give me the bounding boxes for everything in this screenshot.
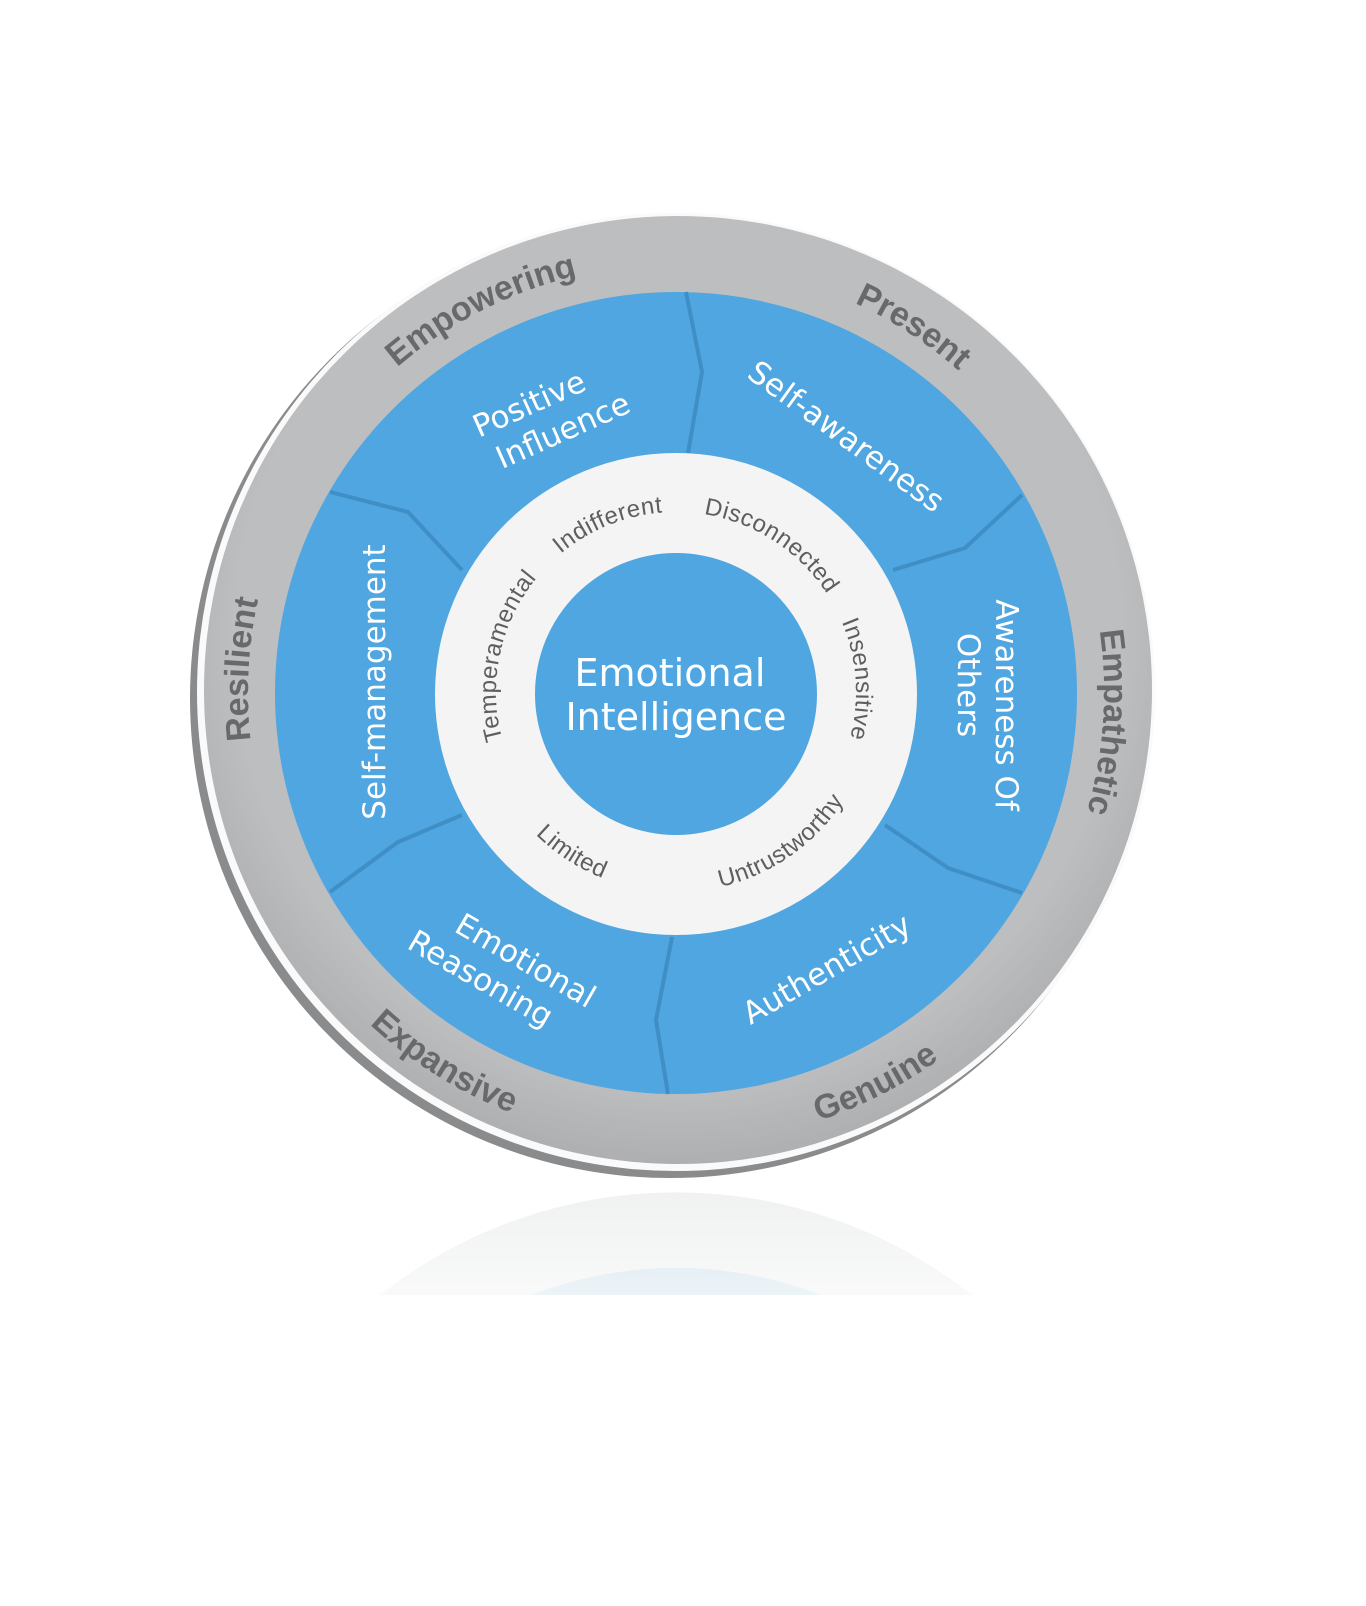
reflection-fade [370,1190,982,1295]
center-line-1: Emotional [574,651,765,695]
divider-upper-right [892,493,1024,572]
segment-dividers [328,291,1024,1095]
center-circle [535,553,817,835]
center-title: Emotional Intelligence [565,651,786,739]
divider-lower-right [883,823,1023,895]
divider-lower-left [328,813,463,894]
divider-upper-left [329,490,464,572]
wheel-reflection [370,1190,982,1295]
divider-bottom [654,936,674,1095]
divider-top [684,291,704,454]
wheel: Emotional Intelligence PositiveInfluence… [190,213,1155,1178]
svg-text:Awareness OfOthers: Awareness OfOthers [950,599,1024,812]
segment-awareness-of-others: Awareness OfOthers [950,599,1024,812]
center-line-2: Intelligence [565,695,786,739]
segment-self-management: Self-management [357,544,393,819]
